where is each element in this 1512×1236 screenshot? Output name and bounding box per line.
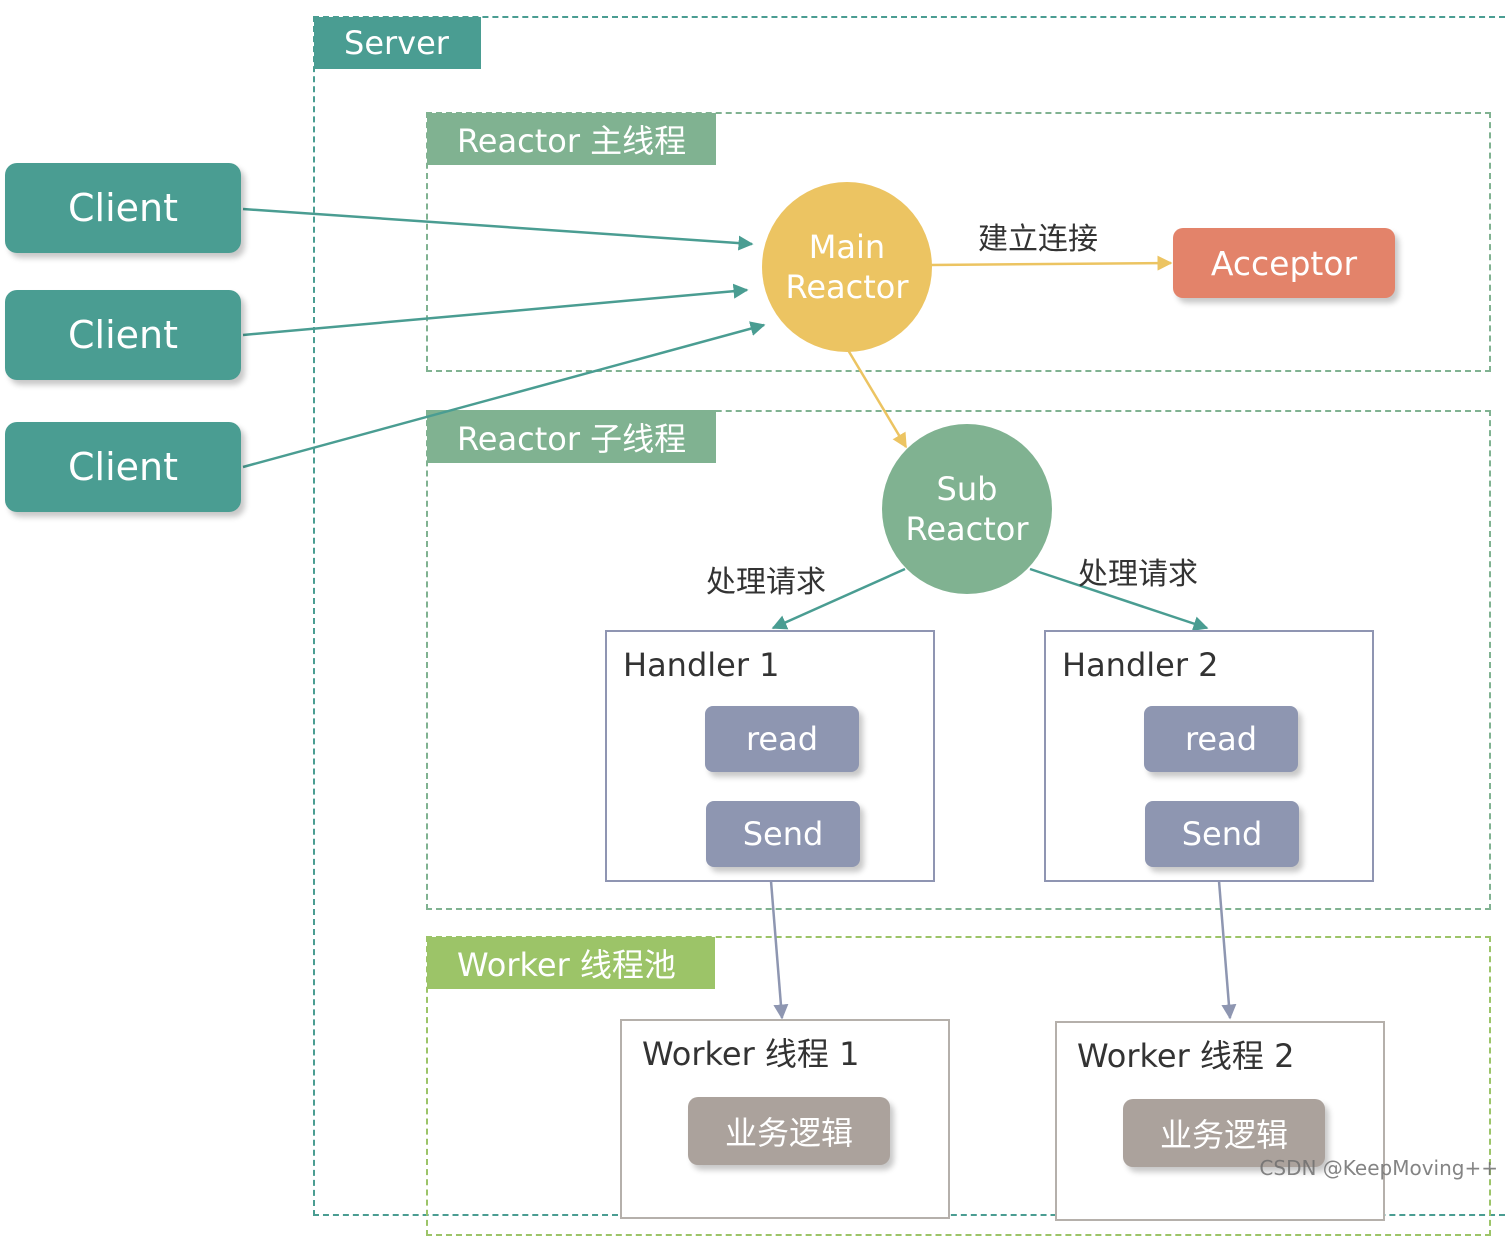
main-reactor-group — [426, 112, 1491, 372]
main-reactor-to-acceptor-arrow — [929, 255, 1173, 271]
worker-2-business-logic: 业务逻辑 — [1123, 1099, 1325, 1167]
handler-1-send: Send — [706, 801, 860, 867]
handler1-to-worker1-arrow — [769, 880, 789, 1020]
main-reactor-label-line1: Main — [808, 228, 886, 266]
client-node: Client — [5, 163, 241, 253]
main-reactor-group-tag: Reactor 主线程 — [427, 113, 716, 165]
sub-reactor-to-handler2-arrow — [1029, 567, 1209, 631]
client-label: Client — [67, 186, 178, 230]
main-reactor-node: Main Reactor — [762, 182, 932, 352]
worker-pool-group-label: Worker 线程池 — [457, 946, 676, 984]
worker-1-business-logic-label: 业务逻辑 — [724, 1114, 853, 1152]
handler-1-read: read — [705, 706, 859, 772]
handler-2-send: Send — [1145, 801, 1299, 867]
connector-lines — [242, 207, 1237, 1020]
worker-pool-group-tag: Worker 线程池 — [427, 937, 715, 989]
handler-1-send-label: Send — [742, 815, 824, 853]
worker-2-box: Worker 线程 2 业务逻辑 — [1055, 1021, 1385, 1221]
handler-1-title: Handler 1 — [623, 646, 780, 684]
server-tag: Server — [314, 17, 481, 69]
main-reactor-to-sub-reactor-arrow — [846, 349, 908, 449]
connect-edge-label: 建立连接 — [978, 222, 1098, 257]
acceptor-node: Acceptor — [1173, 228, 1395, 298]
sub-reactor-group-tag: Reactor 子线程 — [427, 410, 716, 463]
client-node: Client — [5, 290, 241, 380]
client-label: Client — [67, 445, 178, 489]
client2-to-main-reactor-arrow — [242, 283, 749, 337]
client3-to-main-reactor-arrow — [242, 321, 766, 469]
handler-2-box: Handler 2 read Send — [1044, 630, 1374, 882]
handler-2-send-label: Send — [1181, 815, 1263, 853]
worker-2-title: Worker 线程 2 — [1077, 1037, 1295, 1075]
client-label: Client — [67, 313, 178, 357]
handle-request-right-label: 处理请求 — [1078, 557, 1198, 592]
main-reactor-label-line2: Reactor — [785, 268, 909, 306]
sub-reactor-to-handler1-arrow — [771, 567, 906, 630]
handler-2-read-label: read — [1184, 720, 1258, 758]
sub-reactor-group — [426, 410, 1491, 910]
worker-1-business-logic: 业务逻辑 — [688, 1097, 890, 1165]
handler-2-title: Handler 2 — [1062, 646, 1219, 684]
client1-to-main-reactor-arrow — [242, 207, 754, 251]
worker-1-title: Worker 线程 1 — [642, 1035, 860, 1073]
sub-reactor-group-label: Reactor 子线程 — [457, 419, 687, 458]
handle-request-left-label: 处理请求 — [706, 565, 826, 600]
handler-1-box: Handler 1 read Send — [605, 630, 935, 882]
sub-reactor-node: Sub Reactor — [882, 424, 1052, 594]
handler-1-read-label: read — [745, 720, 819, 758]
watermark: CSDN @KeepMoving++ — [1259, 1156, 1498, 1180]
worker-2-business-logic-label: 业务逻辑 — [1159, 1116, 1288, 1154]
handler-2-read: read — [1144, 706, 1298, 772]
main-reactor-group-label: Reactor 主线程 — [457, 122, 687, 160]
sub-reactor-label-line2: Reactor — [905, 510, 1029, 548]
sub-reactor-label-line1: Sub — [936, 470, 998, 508]
worker-1-box: Worker 线程 1 业务逻辑 — [620, 1019, 950, 1219]
client-node: Client — [5, 422, 241, 512]
acceptor-label: Acceptor — [1210, 243, 1358, 283]
handler2-to-worker2-arrow — [1217, 880, 1237, 1020]
server-label: Server — [344, 24, 449, 62]
